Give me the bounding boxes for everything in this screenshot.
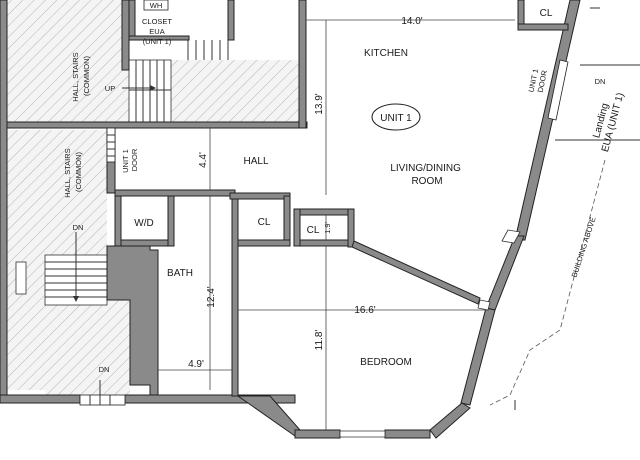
windows [339, 229, 521, 438]
stairs-up-label: UP [105, 84, 115, 93]
water-heater-box [143, 0, 169, 11]
unit-doors[interactable] [79, 59, 569, 406]
hall-stairs-left-label: HALL, STAIRS (COMMON) [63, 146, 83, 198]
stairs-left [44, 232, 108, 400]
stairs-down-bottom-label: DN [99, 365, 110, 374]
dim-bedroom-width: 16.6' [354, 305, 375, 316]
dim-kitchen-depth: 13.9' [314, 93, 325, 114]
landing-label: Landing EUA (UNIT 1) [588, 88, 626, 153]
hall-stairs-top-label: HALL, STAIRS (COMMON) [71, 50, 91, 102]
unit-badge: UNIT 1 [371, 103, 421, 131]
closet-small-label: CL [307, 225, 320, 236]
dim-bedroom-depth: 11.8' [314, 330, 325, 351]
stairs-down-left-label: DN [73, 223, 84, 232]
building-above-label: BUILDING ABOVE [570, 216, 598, 279]
closet-mid-label: CL [258, 217, 271, 228]
stairs-down-right-label: DN [595, 77, 606, 86]
unit1-door-right-label: UNIT 1 DOOR [526, 66, 549, 95]
dim-bath-depth: 12.4' [206, 286, 217, 307]
washer-dryer-label: W/D [134, 218, 153, 229]
dimension-lines [158, 19, 515, 430]
walls [0, 0, 581, 439]
stairs-top [122, 40, 229, 123]
dim-bath-width: 4.9' [188, 359, 204, 370]
dim-hall-depth: 4.4' [198, 152, 209, 168]
unit1-door-left-label: UNIT 1 DOOR [121, 147, 139, 173]
kitchen-label: KITCHEN [364, 48, 408, 59]
water-heater-label: WH [150, 1, 163, 10]
bath-label: BATH [167, 268, 193, 279]
closet-top-right-label: CL [540, 8, 553, 19]
edge-marks [15, 261, 27, 295]
closet-eua-label: EUA [149, 27, 164, 36]
dim-closet-depth: 1.9' [323, 222, 332, 234]
closet-unit-label: (UNIT 1) [143, 37, 172, 46]
closet-label: CLOSET [142, 17, 172, 26]
dim-kitchen-width: 14.0' [401, 16, 422, 27]
living-dining-label: LIVING/DINING ROOM [390, 163, 463, 187]
bedroom-label: BEDROOM [360, 357, 412, 368]
hall-label: HALL [243, 156, 268, 167]
svg-text:UNIT 1: UNIT 1 [380, 113, 412, 124]
